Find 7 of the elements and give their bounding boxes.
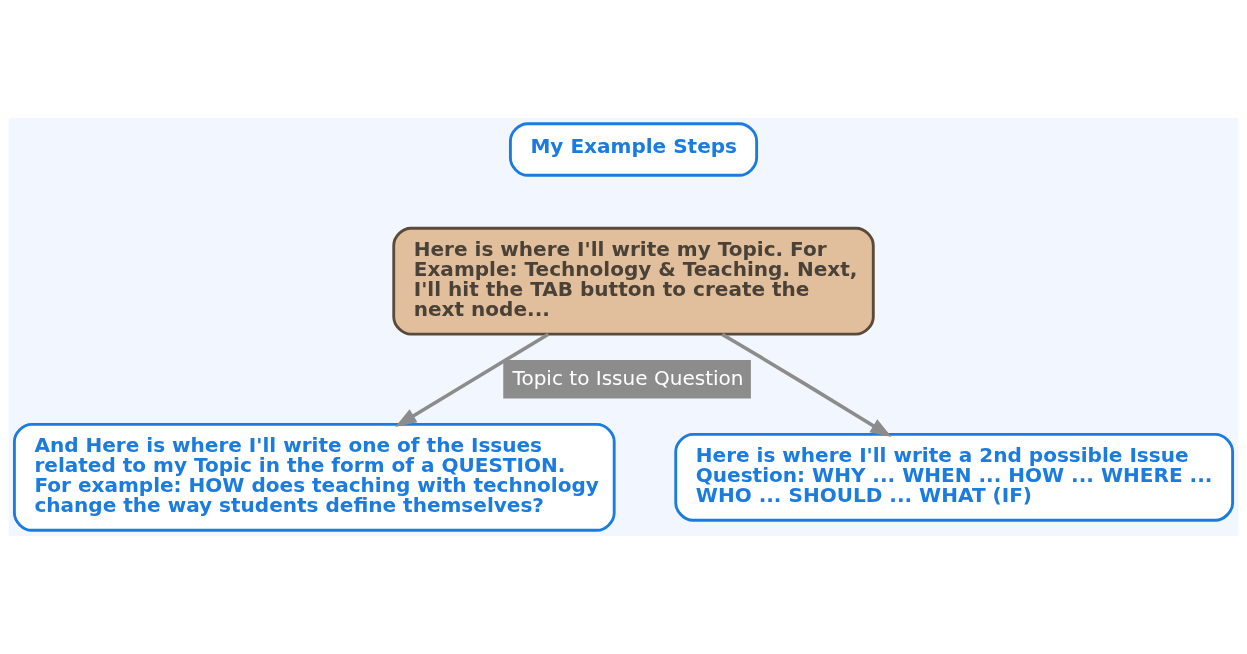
arrow [395, 332, 550, 427]
node-box: Here is where I'll write my Topic. For Example: Technology & Teaching. Next, I'll hit the TAB button to create the next node... [392, 226, 875, 336]
arrow [721, 332, 892, 438]
node-box: And Here is where I'll write one of the Issues related to my Topic in the form of a QUESTION. For example: HOW does teaching with technology change the way students define themselves? [12, 422, 616, 532]
node-box: Here is where I'll write a 2nd possible Issue Question: WHY ... WHEN ... HOW ... WHERE ... WHO ... SHOULD ... WHAT (IF) [674, 432, 1235, 522]
edge-label: Topic to Issue Question [512, 366, 744, 391]
node-box: My Example Steps [509, 122, 759, 177]
